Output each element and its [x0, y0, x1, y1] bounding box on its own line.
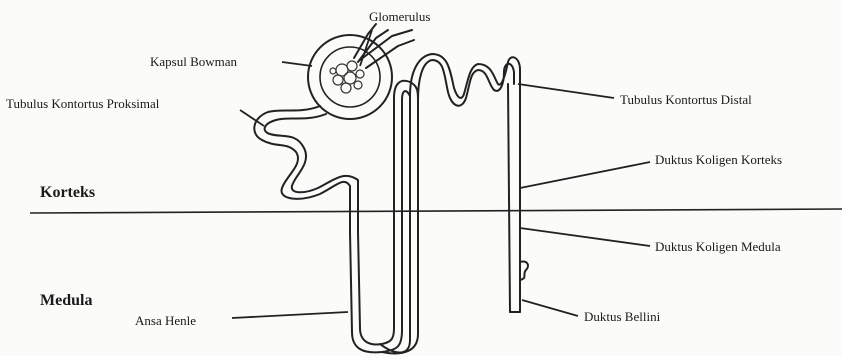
label-duktus-bellini: Duktus Bellini [584, 309, 661, 324]
leader-kapsul-bowman [282, 62, 312, 66]
label-kapsul-bowman: Kapsul Bowman [150, 54, 238, 69]
label-tubulus-distal: Tubulus Kontortus Distal [620, 92, 752, 107]
loop-of-henle [350, 81, 418, 354]
leader-glomerulus [360, 30, 372, 66]
zone-medula: Medula [40, 292, 92, 309]
leader-lines [232, 30, 650, 318]
arterioles [354, 24, 414, 68]
leader-duktus-medula [520, 228, 650, 246]
leader-tubulus-proksimal [240, 110, 264, 126]
label-duktus-medula: Duktus Koligen Medula [655, 239, 781, 254]
label-glomerulus: Glomerulus [369, 9, 430, 24]
glomerulus-tuft [330, 61, 364, 93]
cortex-medulla-boundary [30, 209, 842, 213]
leader-ansa-henle [232, 312, 348, 318]
leader-tubulus-distal [518, 84, 614, 98]
label-ansa-henle: Ansa Henle [135, 313, 196, 328]
leader-duktus-bellini [522, 300, 578, 316]
collecting-duct [508, 84, 528, 312]
distal-convoluted-tubule [410, 54, 520, 106]
label-duktus-korteks: Duktus Koligen Korteks [655, 152, 782, 167]
zone-korteks: Korteks [40, 184, 95, 201]
proximal-convoluted-tubule [254, 106, 358, 232]
leader-duktus-korteks [520, 162, 650, 188]
label-tubulus-proksimal: Tubulus Kontortus Proksimal [6, 96, 160, 111]
